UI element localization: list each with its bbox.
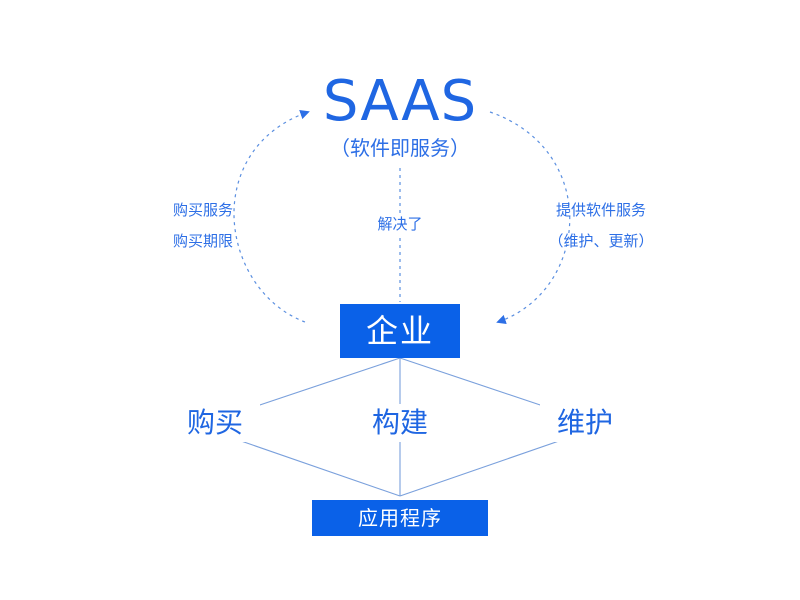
line-buy-to-app — [214, 431, 401, 497]
right-label-line1: 提供软件服务 — [555, 201, 646, 219]
right-label: 提供软件服务 （维护、更新） — [536, 200, 666, 251]
line-maintain-to-app — [399, 431, 586, 497]
right-label-line2: （维护、更新） — [548, 232, 654, 250]
activity-buy: 购买 — [170, 404, 260, 442]
center-label: 解决了 — [345, 214, 455, 234]
right-arc-arrow — [489, 111, 571, 324]
saas-subtitle: （软件即服务） — [330, 136, 470, 160]
left-label-line2: 购买期限 — [172, 232, 233, 250]
left-arc-arrow — [233, 110, 310, 323]
activity-maintain: 维护 — [540, 404, 630, 442]
activity-build: 构建 — [355, 404, 445, 442]
left-label-line1: 购买服务 — [172, 201, 233, 219]
enterprise-box: 企业 — [340, 304, 460, 358]
application-box: 应用程序 — [312, 500, 488, 536]
saas-title: SAAS — [322, 69, 478, 134]
left-label: 购买服务 购买期限 — [148, 200, 258, 251]
